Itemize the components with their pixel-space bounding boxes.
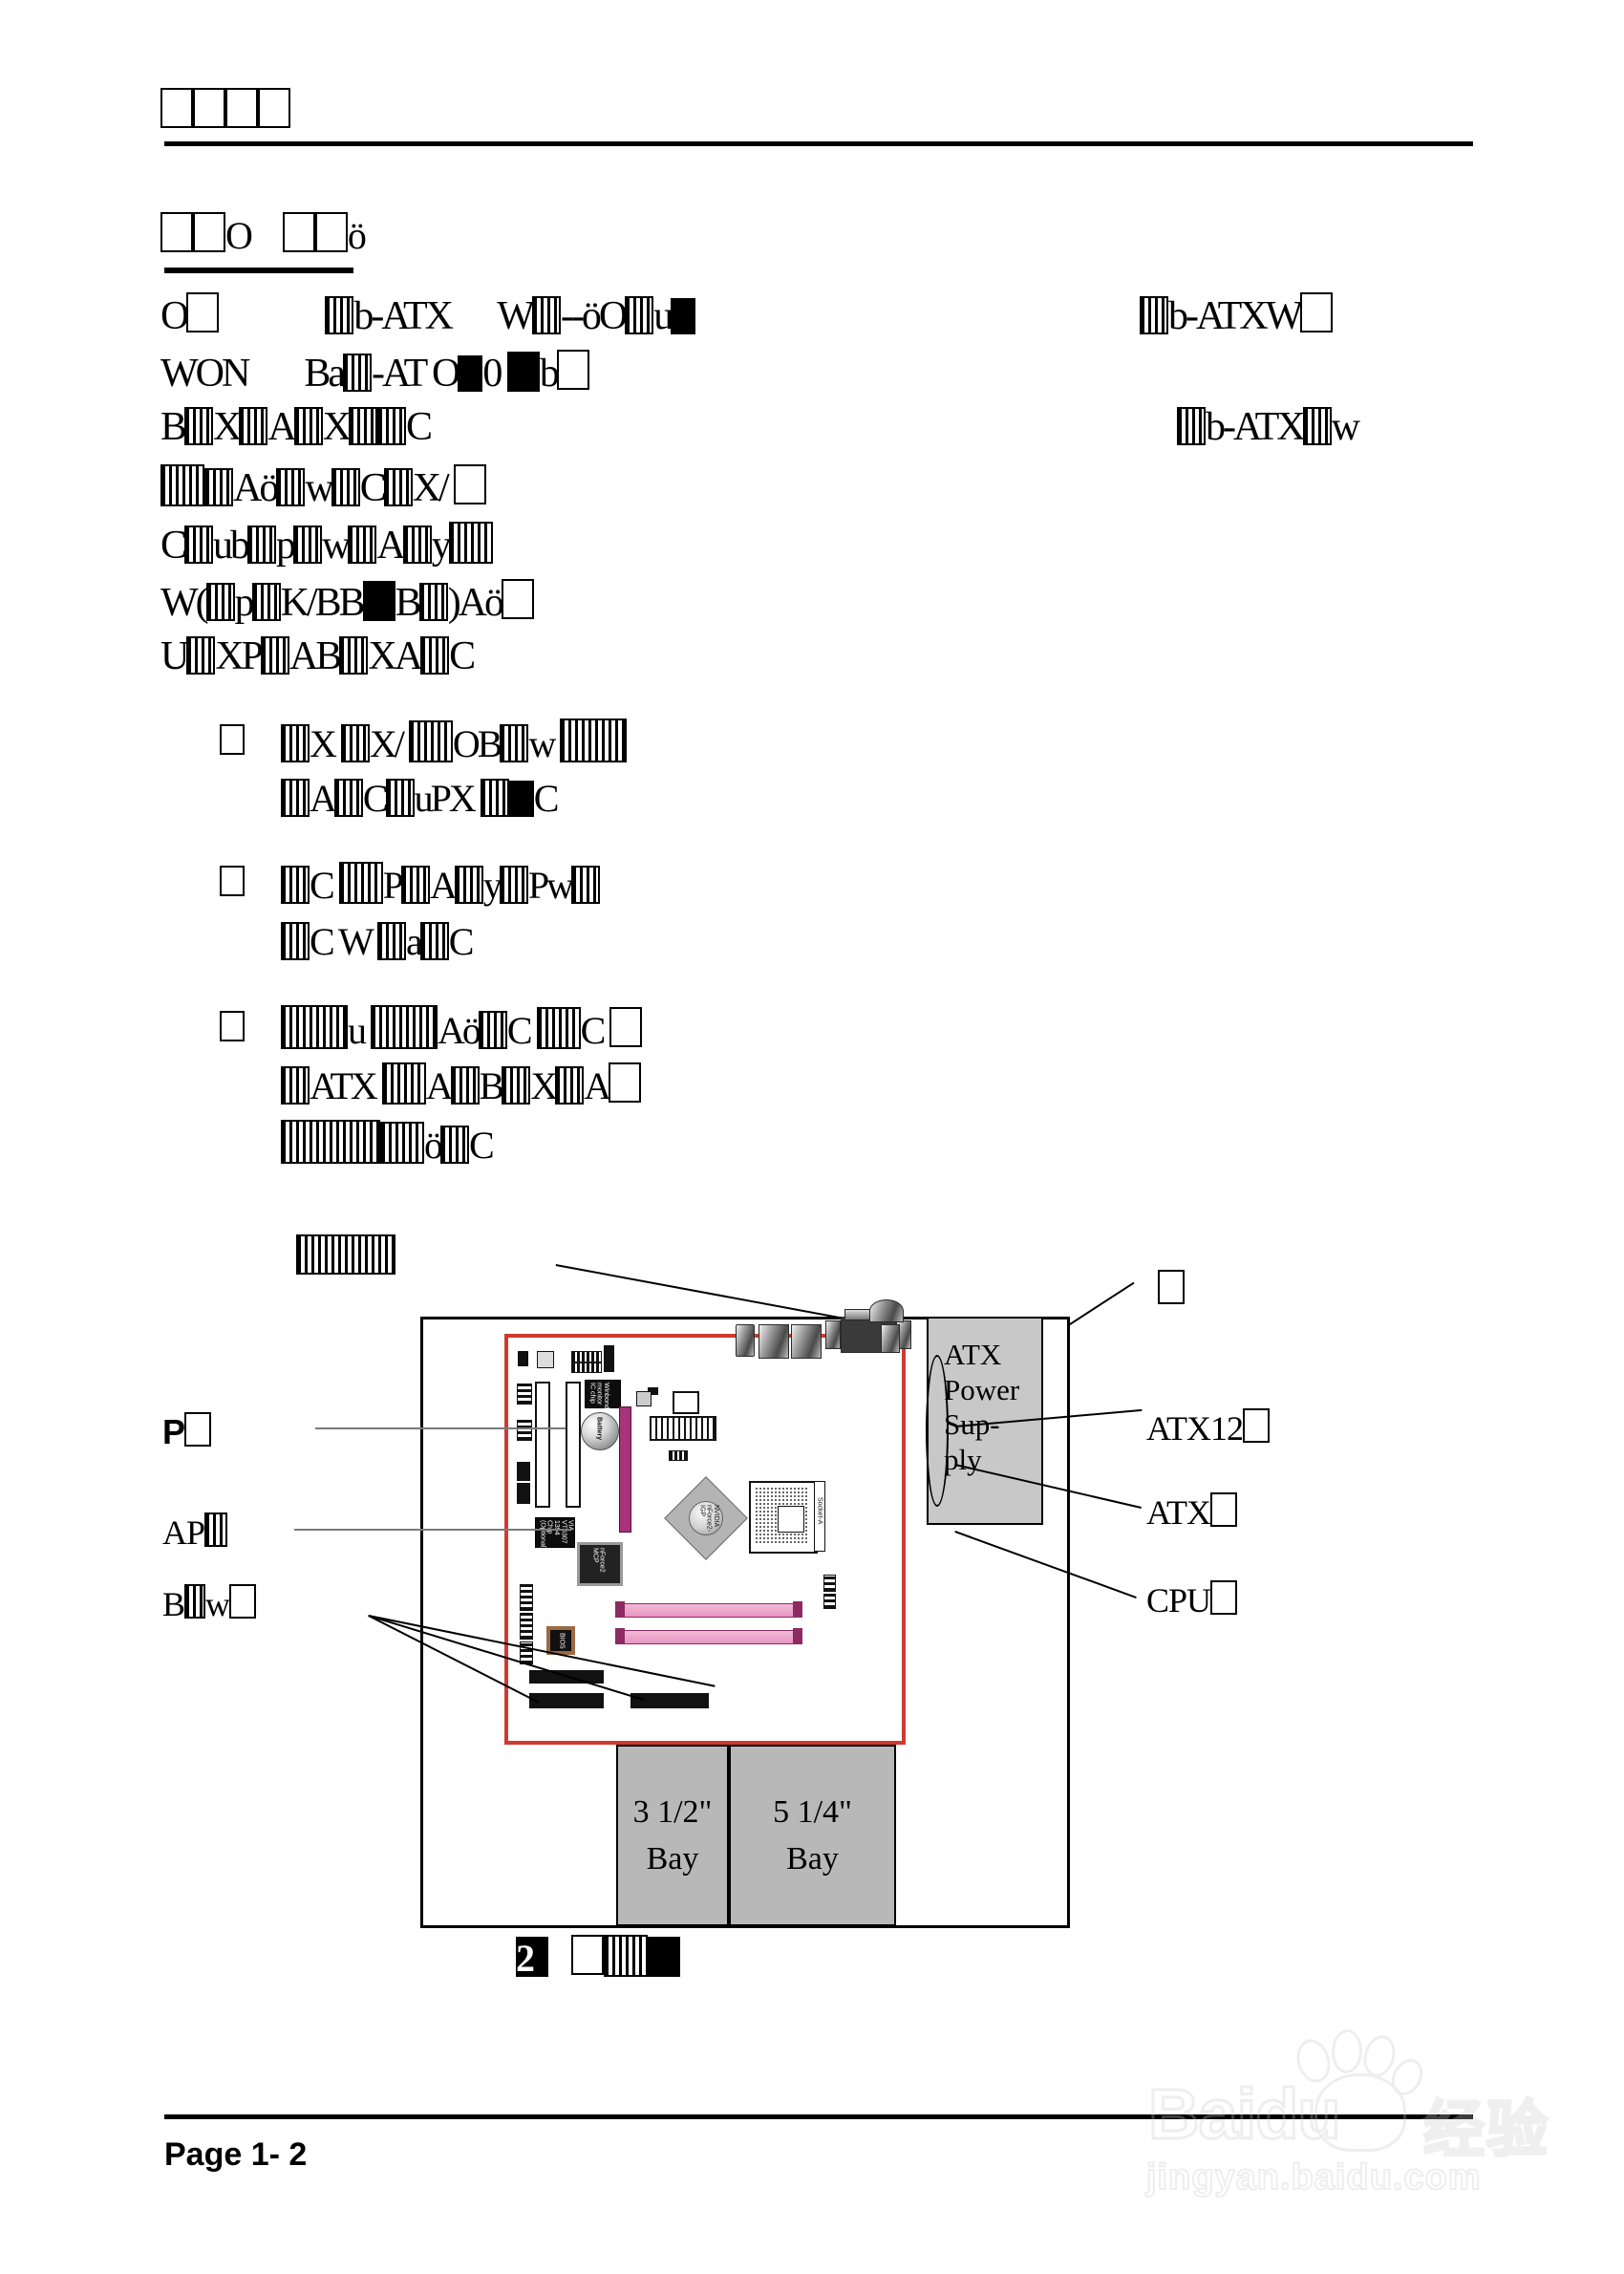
clock-gen-chip [636,1391,652,1406]
pci-slot-1 [535,1382,550,1508]
pci-slot-2 [566,1382,581,1508]
game-header [517,1483,530,1504]
drive-bay-3-5: 3 1/2" Bay [616,1745,729,1926]
usb-header [604,1345,614,1372]
fan-header-2 [517,1420,532,1441]
serial-port-icon [825,1320,841,1349]
bay-5-25-word: Bay [786,1841,839,1877]
socket-lever: Socket-A [814,1481,825,1552]
diagram-label-cpu: CPU [1146,1580,1238,1620]
paw-pad-icon [1314,2073,1406,2152]
aux-header [823,1594,836,1609]
dimm-slot-2-clip-right [793,1628,802,1644]
bios-chip: BIOS [546,1626,575,1655]
jumper-header [648,1387,658,1395]
winbond-monitor-chip: Winbond monitor IC chip [585,1380,621,1409]
lan-port-icon [791,1324,822,1359]
footer-rule [164,2114,1473,2119]
dimm-slot-2-clip-left [615,1628,625,1644]
bullet-marker [220,724,245,755]
atx12v-connector [673,1391,699,1414]
page-number: Page 1- 2 [164,2136,308,2173]
ide-header-1 [520,1584,533,1611]
watermark-url: jingyan.baidu.com [1145,2156,1482,2199]
usb-port-icon [759,1324,789,1359]
psu-cable-oval [926,1355,949,1507]
floppy-connector [630,1693,709,1708]
leader-line-pci [315,1427,566,1429]
figure-caption: 2 [516,1935,680,1981]
bullet-marker [220,1011,245,1041]
cmos-battery: Battery [581,1412,619,1450]
paw-toe-2-icon [1331,2028,1363,2074]
codec-chip [537,1351,554,1368]
leader-line-io [555,1264,866,1324]
diagram-label-atx: ATX [1146,1492,1237,1533]
audio-jack-icon [869,1299,904,1322]
diagram-label-atx12v: ATX12 [1146,1408,1270,1448]
bullet-marker [220,866,245,896]
running-header-title [160,88,290,134]
via-1394-chip: VIA VT6307 1394 Chip (Optional) [535,1517,575,1550]
diagram-label-agp: AP [162,1512,228,1553]
audio-port-icon [881,1324,900,1353]
watermark-brand-cn: 经验 [1422,2094,1549,2166]
cpu-fan-header [669,1450,688,1461]
cpu-socket-center [778,1506,804,1533]
section-heading: O ö [160,212,367,258]
dimm-slot-1-clip-left [615,1601,625,1618]
ide-connector-2 [529,1693,604,1708]
dimm-slot-1-clip-right [793,1601,802,1618]
motherboard-outline: Winbond monitor IC chip Battery NVIDIA n… [504,1299,911,1745]
diagram-label-top-right [1158,1269,1185,1309]
body-line-1-right: b-ATXW [1140,292,1334,336]
baidu-jingyan-watermark: Baidu 经验 jingyan.baidu.com [1137,2028,1557,2236]
com-header [517,1462,530,1481]
section-heading-underline [164,268,353,273]
sys-fan-header [823,1575,836,1592]
header-rule [164,141,1473,146]
dimm-slot-1 [621,1603,797,1618]
ide-header-2 [520,1613,533,1640]
watermark-brand: Baidu [1147,2073,1343,2156]
southbridge-chip: nForce2 MCP [577,1542,623,1586]
audio-header [571,1351,602,1362]
diagram-label-pci: P [162,1412,212,1452]
agp-slot [619,1406,631,1533]
fan-header-1 [517,1384,532,1405]
dimm-slot-2 [621,1630,797,1644]
ps2-port-icon [736,1324,755,1357]
front-panel-header [518,1351,528,1366]
cdin-header [571,1362,602,1373]
bay-3-5-size: 3 1/2" [632,1793,713,1830]
bay-5-25-size: 5 1/4" [773,1793,852,1830]
northbridge-die: NVIDIA nForce2-IGP [689,1501,723,1535]
bay-3-5-word: Bay [646,1841,699,1877]
atx-main-connector [650,1416,716,1441]
leader-line-agp [294,1529,569,1531]
diagram-label-io-panel [296,1234,395,1275]
drive-bay-5-25: 5 1/4" Bay [729,1745,896,1926]
